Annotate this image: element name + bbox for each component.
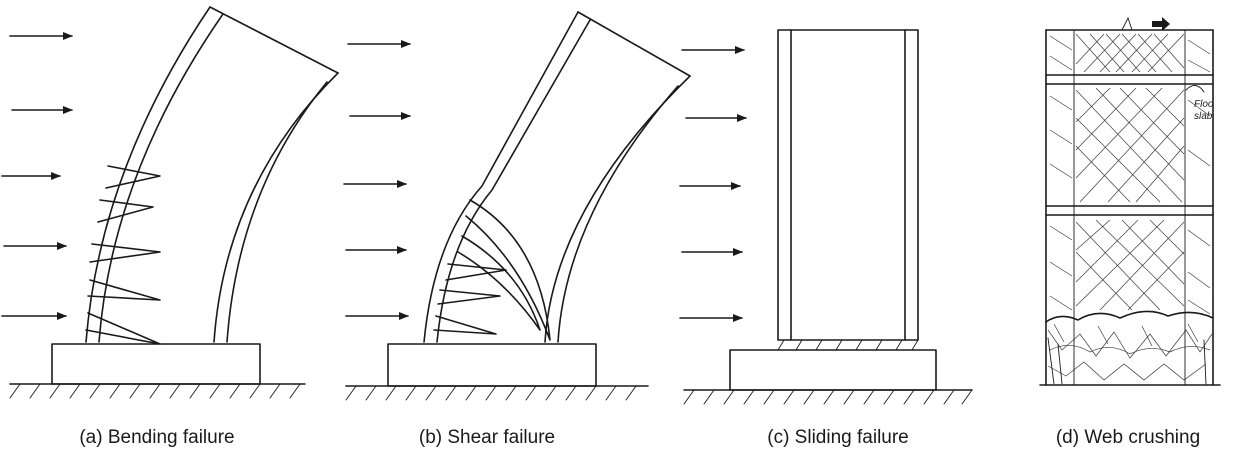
crack [434,316,496,334]
crack [438,290,500,304]
caption-bending-failure: (a) Bending failure [79,427,234,448]
diagonal-shear-crack [466,200,550,340]
wall-foundation [730,350,936,390]
floor-slab [1046,75,1213,84]
panel-web-crushing: Floo slab (d) Web crushing [1040,17,1220,448]
ground-hatching [10,384,300,398]
crushed-concrete-zone [1046,311,1213,384]
wall-foundation [388,344,596,386]
panel-shear-failure: (b) Shear failure [344,12,690,448]
caption-web-crushing: (d) Web crushing [1056,427,1200,448]
spalled-edges [1048,338,1206,384]
wall-top-edge [578,12,690,76]
lateral-load-arrows [344,44,410,316]
floor-slab [1046,206,1213,215]
crushing-front [1046,311,1213,322]
panel-sliding-failure: (c) Sliding failure [680,30,972,448]
top-load-arrow [1152,17,1170,31]
bent-wall [86,7,338,342]
caption-shear-failure: (b) Shear failure [419,427,555,448]
floor-slab-label-line1: Floo [1194,99,1214,110]
floor-slab-leader [1186,85,1204,92]
crack [86,313,160,344]
wall-foundation [52,344,260,384]
crack [88,280,160,300]
wall-top-edge [210,7,338,73]
sliding-plane-hatching [778,340,918,350]
wall-left-edge [424,12,578,342]
load-point-marker [1122,18,1132,30]
crack [98,200,153,222]
floor-slab-label-line2: slab [1194,111,1213,122]
panel-bending-failure: (a) Bending failure [2,7,338,448]
flexural-cracks [86,166,160,344]
wall-left-flange [437,20,590,342]
lateral-load-arrows [2,36,72,316]
wall-right-flange [558,86,678,342]
wall-right-edge [214,73,338,342]
crack [446,264,506,280]
caption-sliding-failure: (c) Sliding failure [767,427,909,448]
wall-outline [778,30,918,340]
lateral-load-arrows [680,50,746,318]
ground-hatching [346,386,636,400]
wall-right-flange [227,82,327,342]
ground-hatching [684,390,972,404]
wall-left-flange [99,14,223,342]
wall-right-edge [545,76,690,342]
sliding-wall [778,30,918,340]
